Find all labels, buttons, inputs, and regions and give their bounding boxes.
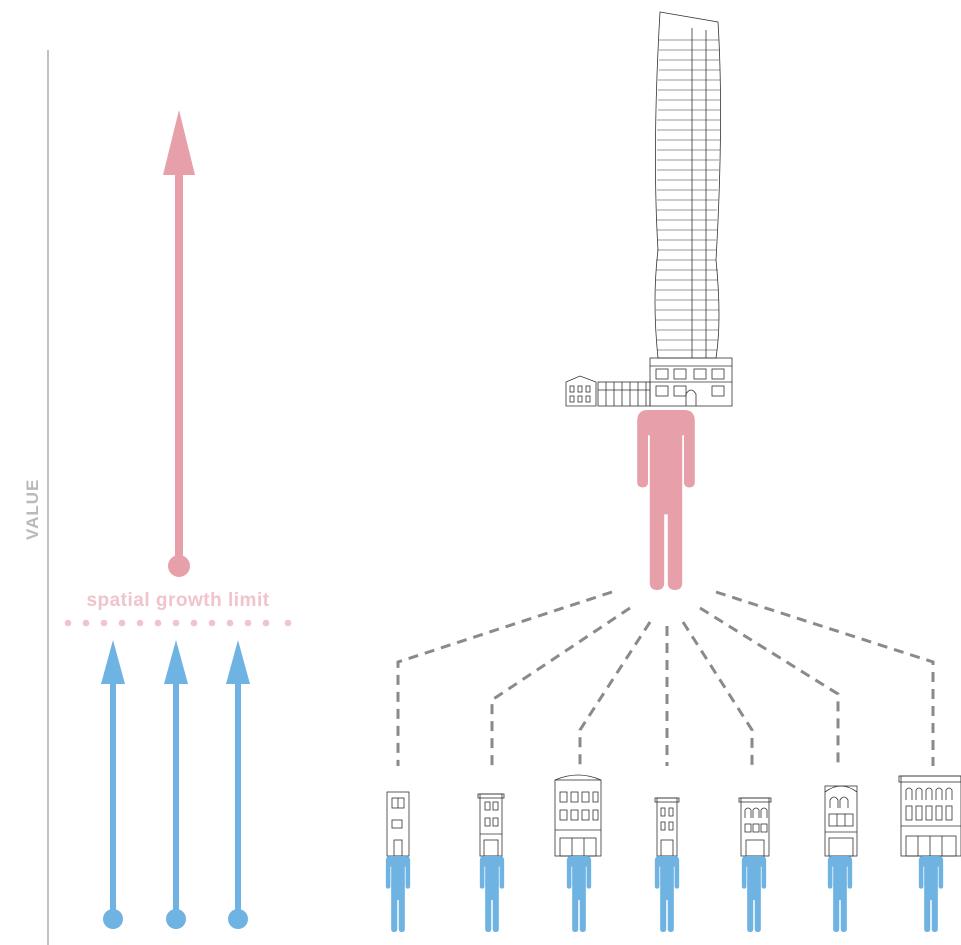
- person-icon: [741, 856, 767, 932]
- spatial-growth-limit-line: [64, 619, 292, 627]
- person-icon: [385, 856, 411, 932]
- spatial-growth-limit-label: spatial growth limit: [86, 590, 270, 611]
- storefront-icon: [824, 785, 858, 857]
- person-icon: [566, 856, 592, 932]
- storefront-icon: [898, 775, 961, 857]
- small-buildings: [386, 774, 961, 857]
- person-icon: [654, 856, 680, 932]
- large-owner-person-icon: [637, 410, 695, 590]
- storefront-icon: [477, 793, 505, 857]
- storefront-icon: [386, 791, 410, 857]
- ownership-connectors: [396, 590, 935, 766]
- blue-arrow: [226, 640, 250, 929]
- person-icon: [918, 856, 944, 932]
- skyscraper-icon: [654, 11, 721, 359]
- storefront-icon: [654, 797, 680, 857]
- blue-arrow: [101, 640, 125, 929]
- person-icon: [827, 856, 853, 932]
- small-owner-people: [385, 856, 944, 932]
- historic-buildings-icon: [565, 357, 733, 407]
- blue-arrow: [164, 640, 188, 929]
- storefront-icon: [554, 774, 602, 857]
- blue-growth-arrows: [101, 640, 250, 929]
- pink-growth-arrow: [163, 110, 195, 577]
- storefront-icon: [738, 797, 772, 857]
- value-axis-label: VALUE: [23, 478, 42, 540]
- person-icon: [479, 856, 505, 932]
